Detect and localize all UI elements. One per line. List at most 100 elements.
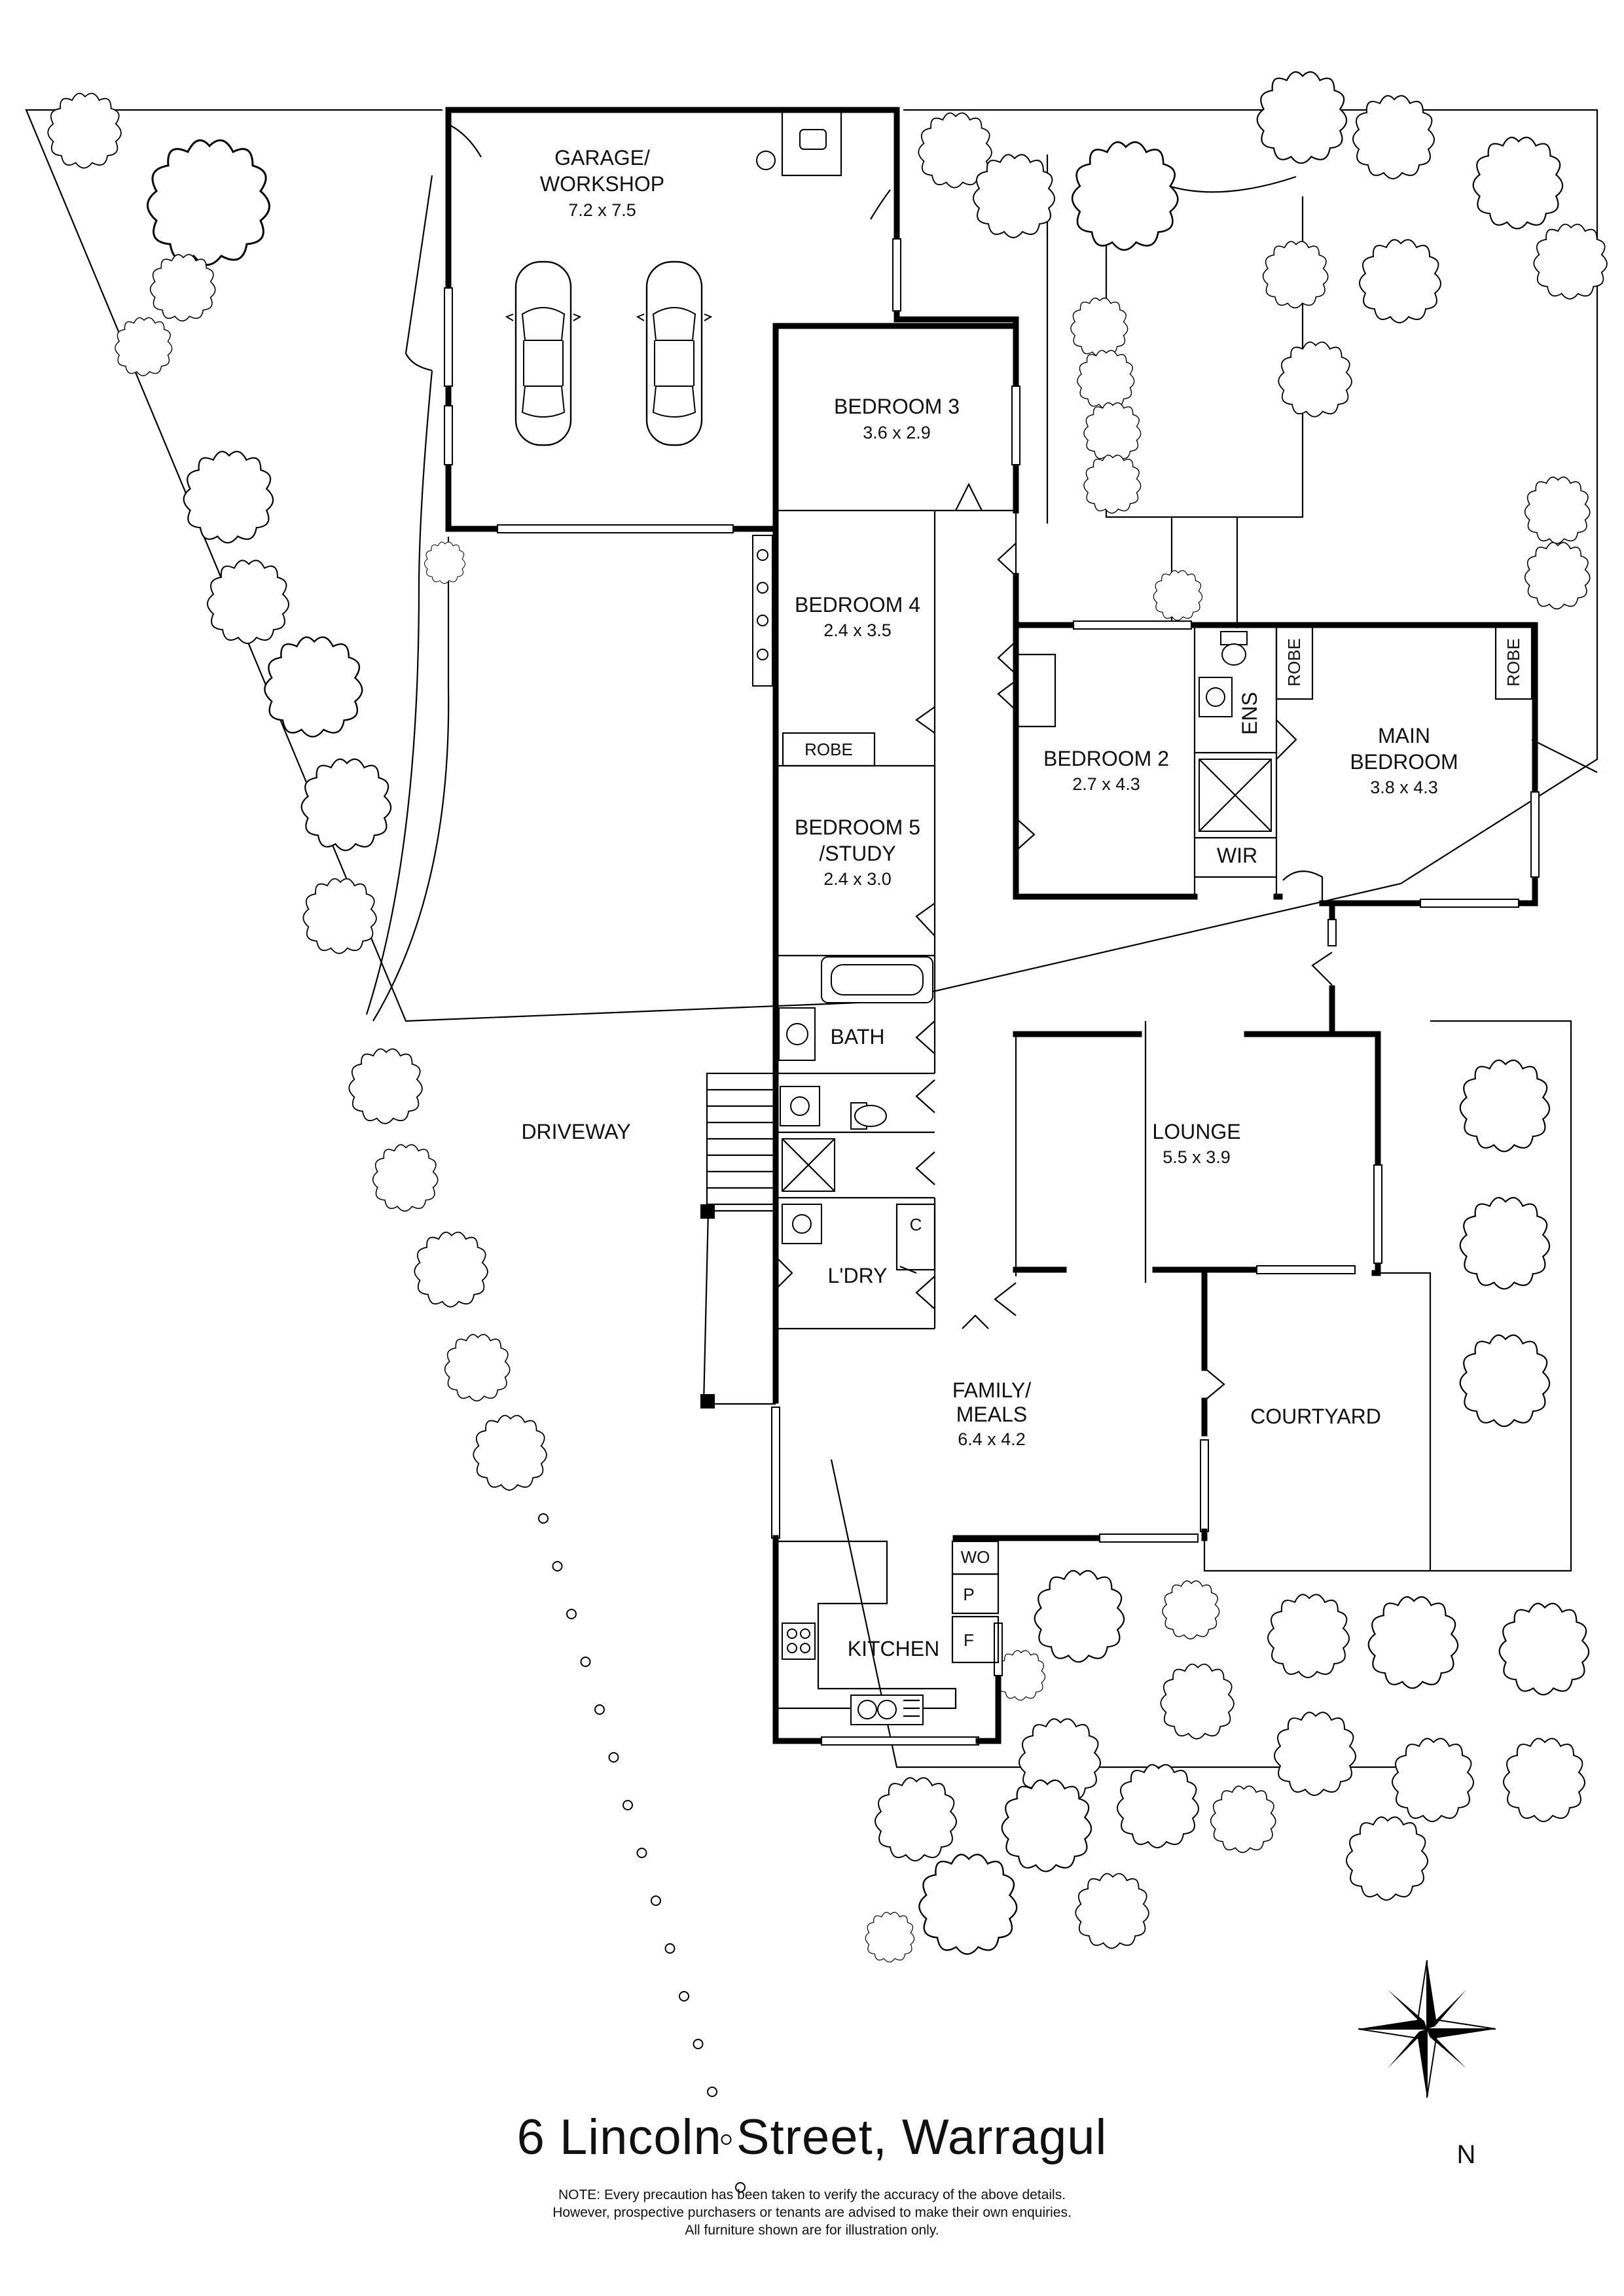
disclaimer-line-3: All furniture shown are for illustration… bbox=[685, 2223, 939, 2238]
cupboard-label: C bbox=[910, 1215, 922, 1234]
bedroom-4-robe-label: ROBE bbox=[804, 740, 853, 759]
tree-icon bbox=[996, 1650, 1046, 1701]
bathroom: BATH bbox=[772, 952, 936, 1077]
property-address: 6 Lincoln Street, Warragul bbox=[516, 2109, 1108, 2165]
driveway-bollards bbox=[538, 1513, 746, 2193]
tree-icon bbox=[424, 541, 465, 584]
tree-icon bbox=[1524, 476, 1591, 545]
tree-icon bbox=[1034, 1570, 1125, 1663]
tree-icon bbox=[1392, 1738, 1474, 1822]
bedroom-5-label-line1: BEDROOM 5 bbox=[795, 816, 920, 839]
garage-label-line2: WORKSHOP bbox=[540, 172, 664, 196]
tree-icon bbox=[1459, 1334, 1551, 1427]
tree-icon bbox=[1262, 241, 1329, 309]
tree-icon bbox=[183, 450, 274, 544]
tree-icon bbox=[1503, 1738, 1585, 1822]
bedroom-3: BEDROOM 3 3.6 x 2.9 bbox=[772, 316, 1020, 532]
garage-label-line1: GARAGE/ bbox=[554, 146, 650, 170]
compass-star-icon bbox=[1358, 1960, 1496, 2098]
tree-icon bbox=[149, 254, 216, 322]
wo-label: WO bbox=[961, 1547, 990, 1567]
family-label-line2: MEALS bbox=[956, 1403, 1027, 1426]
kitchen-label: KITCHEN bbox=[848, 1637, 939, 1660]
bollard-icon bbox=[679, 1991, 689, 2001]
site-boundary bbox=[25, 109, 1598, 1022]
garage-dims: 7.2 x 7.5 bbox=[568, 200, 636, 220]
ensuite-label: ENS bbox=[1238, 692, 1261, 735]
tree-icon bbox=[1162, 1580, 1220, 1640]
bedroom-5-dims: 2.4 x 3.0 bbox=[823, 869, 892, 889]
driveway-edge bbox=[372, 537, 450, 1022]
tree-icon bbox=[1070, 297, 1128, 357]
tree-icon bbox=[875, 1777, 957, 1861]
tree-icon bbox=[1160, 1663, 1235, 1740]
disclaimer-line-2: However, prospective purchasers or tenan… bbox=[552, 2205, 1072, 2220]
family-meals: FAMILY/ MEALS 6.4 x 4.2 bbox=[771, 1266, 1225, 1574]
bedroom-4-label: BEDROOM 4 bbox=[795, 593, 920, 617]
tree-icon bbox=[1346, 1816, 1428, 1901]
tree-icon bbox=[302, 878, 377, 954]
tree-icon bbox=[1075, 1873, 1149, 1949]
pantry-label: P bbox=[963, 1585, 974, 1604]
courtyard-label: COURTYARD bbox=[1250, 1405, 1381, 1428]
trees bbox=[47, 71, 1608, 1963]
tree-icon bbox=[47, 92, 122, 169]
laundry-label: L'DRY bbox=[828, 1264, 888, 1287]
tree-icon bbox=[1459, 1059, 1551, 1153]
tree-icon bbox=[1210, 1785, 1276, 1854]
tree-icon bbox=[918, 1854, 1018, 1955]
entry-steps bbox=[706, 1072, 777, 1206]
tree-icon bbox=[1083, 402, 1142, 461]
wir-label: WIR bbox=[1217, 844, 1257, 867]
bollard-icon bbox=[594, 1704, 605, 1715]
tree-icon bbox=[1472, 136, 1564, 230]
tree-icon bbox=[1367, 1596, 1459, 1689]
main-bedroom-label-line1: MAIN bbox=[1378, 724, 1430, 747]
tree-icon bbox=[1352, 95, 1435, 179]
bollard-icon bbox=[735, 2182, 746, 2193]
tree-icon bbox=[1278, 341, 1352, 418]
front-porch bbox=[700, 1204, 776, 1408]
bollard-icon bbox=[664, 1943, 676, 1954]
bollard-icon bbox=[538, 1513, 549, 1524]
tree-icon bbox=[348, 1048, 423, 1124]
disclaimer-line-1: NOTE: Every precaution has been taken to… bbox=[558, 2187, 1066, 2202]
main-bedroom-robe-right-label: ROBE bbox=[1504, 638, 1523, 687]
bedroom-3-label: BEDROOM 3 bbox=[834, 395, 960, 418]
family-dims: 6.4 x 4.2 bbox=[958, 1429, 1026, 1449]
bollard-icon bbox=[552, 1561, 563, 1571]
tree-icon bbox=[1256, 71, 1348, 164]
driveway-label: DRIVEWAY bbox=[521, 1120, 630, 1143]
tree-icon bbox=[1274, 1712, 1356, 1796]
main-bedroom: ROBE ROBE MAIN BEDROOM 3.8 x 4.3 bbox=[1273, 622, 1540, 908]
bollard-icon bbox=[707, 2087, 717, 2097]
courtyard: COURTYARD bbox=[1203, 1272, 1432, 1572]
tree-icon bbox=[1071, 141, 1179, 251]
tree-icon bbox=[1083, 454, 1142, 514]
tree-icon bbox=[1533, 223, 1608, 300]
walk-in-robe: WIR bbox=[1195, 836, 1276, 878]
fridge-label: F bbox=[964, 1630, 974, 1650]
tree-icon bbox=[414, 1231, 488, 1308]
family-label-line1: FAMILY/ bbox=[952, 1378, 1031, 1402]
tree-icon bbox=[115, 317, 173, 376]
bollard-icon bbox=[566, 1609, 577, 1619]
bollard-icon bbox=[623, 1800, 633, 1810]
bedroom-2-dims: 2.7 x 4.3 bbox=[1072, 774, 1140, 794]
tree-icon bbox=[865, 1912, 915, 1963]
main-bedroom-label-line2: BEDROOM bbox=[1350, 750, 1458, 774]
compass-north-label: N bbox=[1457, 2140, 1476, 2169]
tree-icon bbox=[264, 636, 363, 738]
ensuite: ENS bbox=[1195, 625, 1278, 897]
tree-icon bbox=[1267, 1594, 1350, 1678]
tree-icon bbox=[1153, 570, 1203, 621]
lounge-label: LOUNGE bbox=[1152, 1120, 1240, 1143]
bollard-icon bbox=[721, 2134, 732, 2145]
wc-and-shower bbox=[772, 1070, 935, 1332]
tree-icon bbox=[1459, 1196, 1551, 1290]
bollard-icon bbox=[580, 1657, 591, 1667]
lounge-dims: 5.5 x 3.9 bbox=[1163, 1147, 1231, 1167]
kitchen: WO P F KITCHEN bbox=[772, 1540, 1003, 1746]
lounge: LOUNGE 5.5 x 3.9 bbox=[1013, 900, 1382, 1276]
